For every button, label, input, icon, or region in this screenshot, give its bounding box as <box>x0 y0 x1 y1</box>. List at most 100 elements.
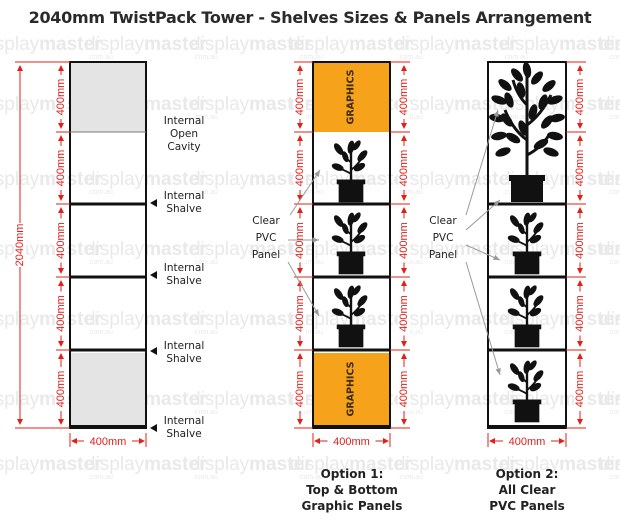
section-dim-arrow <box>297 207 303 213</box>
drawing-layer: GRAPHICSGRAPHICS400mm400mm400mm400mm400m… <box>14 61 586 513</box>
panel-pointer-line <box>289 169 321 216</box>
section-dim-arrow <box>401 65 407 71</box>
section-dim-arrow <box>58 341 64 347</box>
width-dim-label-bg <box>84 433 132 447</box>
watermark-sub: .com.au <box>193 54 218 61</box>
section-dim-arrow <box>401 207 407 213</box>
tree-leaf <box>528 104 538 120</box>
watermark-sub: .com.au <box>193 259 218 266</box>
section-dim-arrow <box>297 419 303 425</box>
section-dim-label-bg <box>294 75 306 119</box>
watermark-text: displaymaster <box>85 454 207 475</box>
watermark-sub: .com.au <box>193 189 218 196</box>
panel-pointer-arrowhead <box>314 170 320 177</box>
panel-pointer-arrowhead <box>313 309 319 316</box>
watermark-text: displaymaster <box>290 34 412 55</box>
width-dim-arrow <box>489 438 495 444</box>
section-dim-label: 400mm <box>398 371 410 408</box>
section-dim-label-bg <box>55 367 67 411</box>
watermark-sub: .com.au <box>608 189 620 196</box>
section-dim-label: 400mm <box>398 150 410 187</box>
section-dim-arrow <box>58 195 64 201</box>
watermark-text: displaymaster <box>395 389 517 410</box>
watermark-sub: .com.au <box>88 329 113 336</box>
section-dim-arrow <box>401 195 407 201</box>
watermark-text: displaymaster <box>85 309 207 330</box>
section-dim-arrow <box>577 341 583 347</box>
watermark-sub: .com.au <box>503 114 528 121</box>
tree-leaf <box>491 95 507 105</box>
watermark-sub: .com.au <box>298 474 323 481</box>
section-dim-label: 400mm <box>294 371 306 408</box>
watermark-text: displaymaster <box>600 239 620 260</box>
clear-pvc-panel-label: Panel <box>429 249 457 261</box>
option-caption: Option 1: <box>321 467 384 481</box>
shelf <box>488 348 566 352</box>
watermark-text: displaymaster <box>500 454 620 475</box>
watermark-sub: .com.au <box>193 329 218 336</box>
section-dim-label: 400mm <box>398 295 410 332</box>
section-dim-arrow <box>577 135 583 141</box>
section-dim-label-bg <box>294 291 306 336</box>
panel-pointer-arrowhead <box>493 200 500 207</box>
tree-leaf <box>489 113 505 123</box>
tree-leaf <box>518 120 528 136</box>
shelf <box>70 275 146 279</box>
watermark-text: displaymaster <box>600 309 620 330</box>
section-dim-label: 400mm <box>574 295 586 332</box>
shelf <box>70 348 146 352</box>
watermark-text: displaymaster <box>85 239 207 260</box>
watermark-text: displaymaster <box>600 454 620 475</box>
watermark-sub: .com.au <box>398 329 423 336</box>
panel-pointer-line <box>465 109 499 216</box>
width-dim-label-bg <box>327 433 376 447</box>
watermark-sub: .com.au <box>608 329 620 336</box>
watermark-text: displaymaster <box>190 454 312 475</box>
section-dim-arrow <box>58 419 64 425</box>
section-dim-arrow <box>297 123 303 129</box>
watermark-text: displaymaster <box>290 454 412 475</box>
watermark-text: displaymaster <box>0 34 102 55</box>
section-dim-arrow <box>577 207 583 213</box>
watermark-sub: .com.au <box>608 54 620 61</box>
option-caption: PVC Panels <box>489 499 565 513</box>
clear-pvc-panel-label: PVC <box>256 232 277 244</box>
section-dim-arrow <box>577 268 583 274</box>
tree-leaf <box>547 95 563 105</box>
tree-leaf <box>531 71 543 85</box>
total-dim-label: 2040mm <box>14 224 26 267</box>
section-dim-label: 400mm <box>294 295 306 332</box>
section-dim-label: 400mm <box>55 79 67 116</box>
section-dim-arrow <box>297 65 303 71</box>
clear-pvc-panel-label: Clear <box>252 215 280 227</box>
section-dim-label: 400mm <box>55 295 67 332</box>
watermark-sub: .com.au <box>503 54 528 61</box>
watermark-sub: .com.au <box>503 474 528 481</box>
watermark-sub: .com.au <box>398 259 423 266</box>
width-dim-label: 400mm <box>90 436 127 448</box>
panel-pointer-arrowhead <box>495 368 501 375</box>
tree-leaf <box>522 62 532 78</box>
tree-leaf <box>495 147 511 157</box>
section-dim-label-bg <box>574 75 586 119</box>
watermark-sub: .com.au <box>193 409 218 416</box>
tree-leaf <box>538 94 548 110</box>
tree-trunk <box>503 75 553 176</box>
section-dim-label-bg <box>294 367 306 411</box>
section-dim-arrow <box>577 65 583 71</box>
section-dim-label-bg <box>55 291 67 336</box>
tree-leaf <box>549 113 565 123</box>
section-dim-label-bg <box>574 146 586 190</box>
internal-open-cavity-label: Open <box>170 128 198 140</box>
section-dim-arrow <box>577 419 583 425</box>
watermark-text: displaymaster <box>600 34 620 55</box>
watermark-sub: .com.au <box>398 189 423 196</box>
section-dim-arrow <box>58 353 64 359</box>
internal-shalve-label: Internal <box>164 340 204 352</box>
section-dim-label: 400mm <box>574 79 586 116</box>
width-dim-arrow <box>71 438 77 444</box>
tree-leaf <box>542 80 556 92</box>
watermark-sub: .com.au <box>608 114 620 121</box>
watermark-sub: .com.au <box>398 54 423 61</box>
width-dim-label-bg <box>503 433 551 447</box>
